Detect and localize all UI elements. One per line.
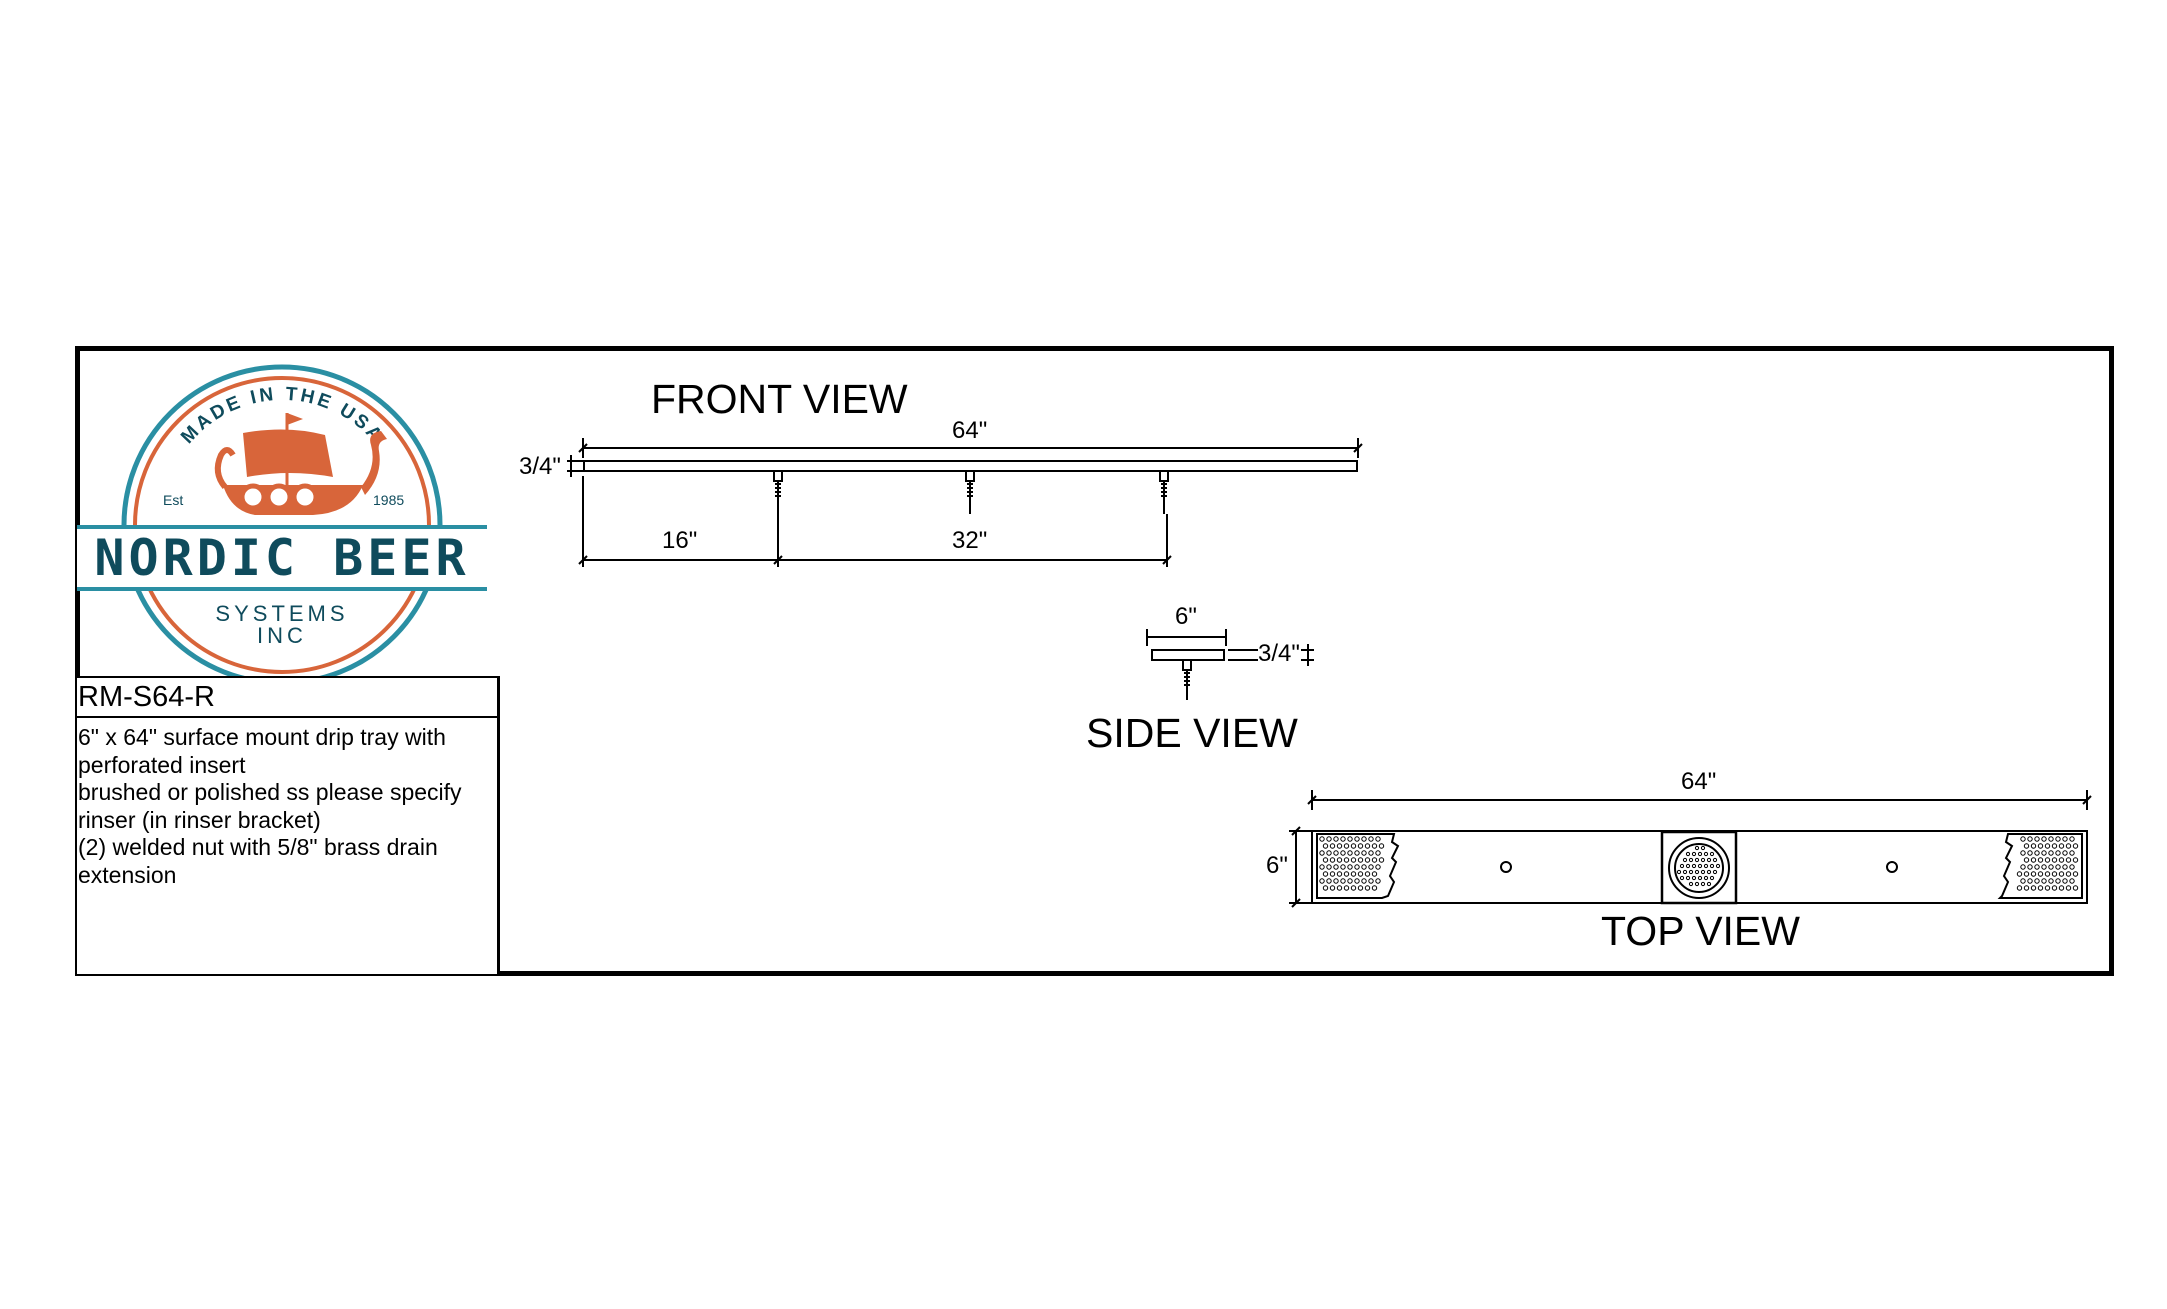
front-spacing-dim: 32": [952, 527, 988, 554]
logo-est-label: Est: [163, 492, 183, 508]
front-length-dim: 64": [952, 417, 988, 444]
company-logo: MADE IN THE USA Est 1985 NORDIC BEER SYS…: [77, 364, 487, 685]
description-line: 6" x 64" surface mount drip tray with: [78, 724, 446, 750]
side-view-title: SIDE VIEW: [1086, 710, 1298, 756]
front-view-title: FRONT VIEW: [651, 376, 908, 422]
side-view-drawing: [1146, 629, 1314, 700]
description-line: (2) welded nut with 5/8" brass drain: [78, 834, 438, 860]
top-view-title: TOP VIEW: [1601, 908, 1800, 954]
right-perforated-insert: [2016, 836, 2079, 891]
top-view-drawing: [1289, 790, 2092, 908]
drawing-border: [75, 346, 2114, 976]
viking-ship-icon: [214, 413, 387, 515]
side-height-dim: 3/4": [1258, 640, 1300, 667]
description-line: rinser (in rinser bracket): [78, 806, 321, 833]
rinser-perforation: [1676, 845, 1721, 887]
title-block-divider: [75, 716, 500, 718]
top-width-dim: 6": [1266, 852, 1288, 879]
description-line: brushed or polished ss please specify: [78, 779, 462, 805]
left-perforated-insert: [1319, 836, 1385, 891]
front-offset-dim: 16": [662, 527, 698, 554]
right-insert-outline: [1997, 833, 2083, 899]
description-line: extension: [78, 861, 177, 888]
logo-brand-name: NORDIC BEER: [94, 529, 469, 587]
side-width-dim: 6": [1175, 603, 1197, 630]
description-line: perforated insert: [78, 751, 246, 778]
logo-inc: INC: [257, 623, 307, 648]
part-description: 6" x 64" surface mount drip tray with pe…: [78, 724, 498, 889]
front-height-dim: 3/4": [519, 453, 561, 480]
left-insert-outline: [1316, 833, 1400, 899]
title-block: [75, 676, 500, 976]
front-view-drawing: [567, 438, 1363, 567]
top-length-dim: 64": [1681, 768, 1717, 795]
part-number: RM-S64-R: [78, 681, 215, 713]
logo-systems: SYSTEMS: [215, 601, 348, 626]
logo-est-year: 1985: [373, 492, 404, 508]
